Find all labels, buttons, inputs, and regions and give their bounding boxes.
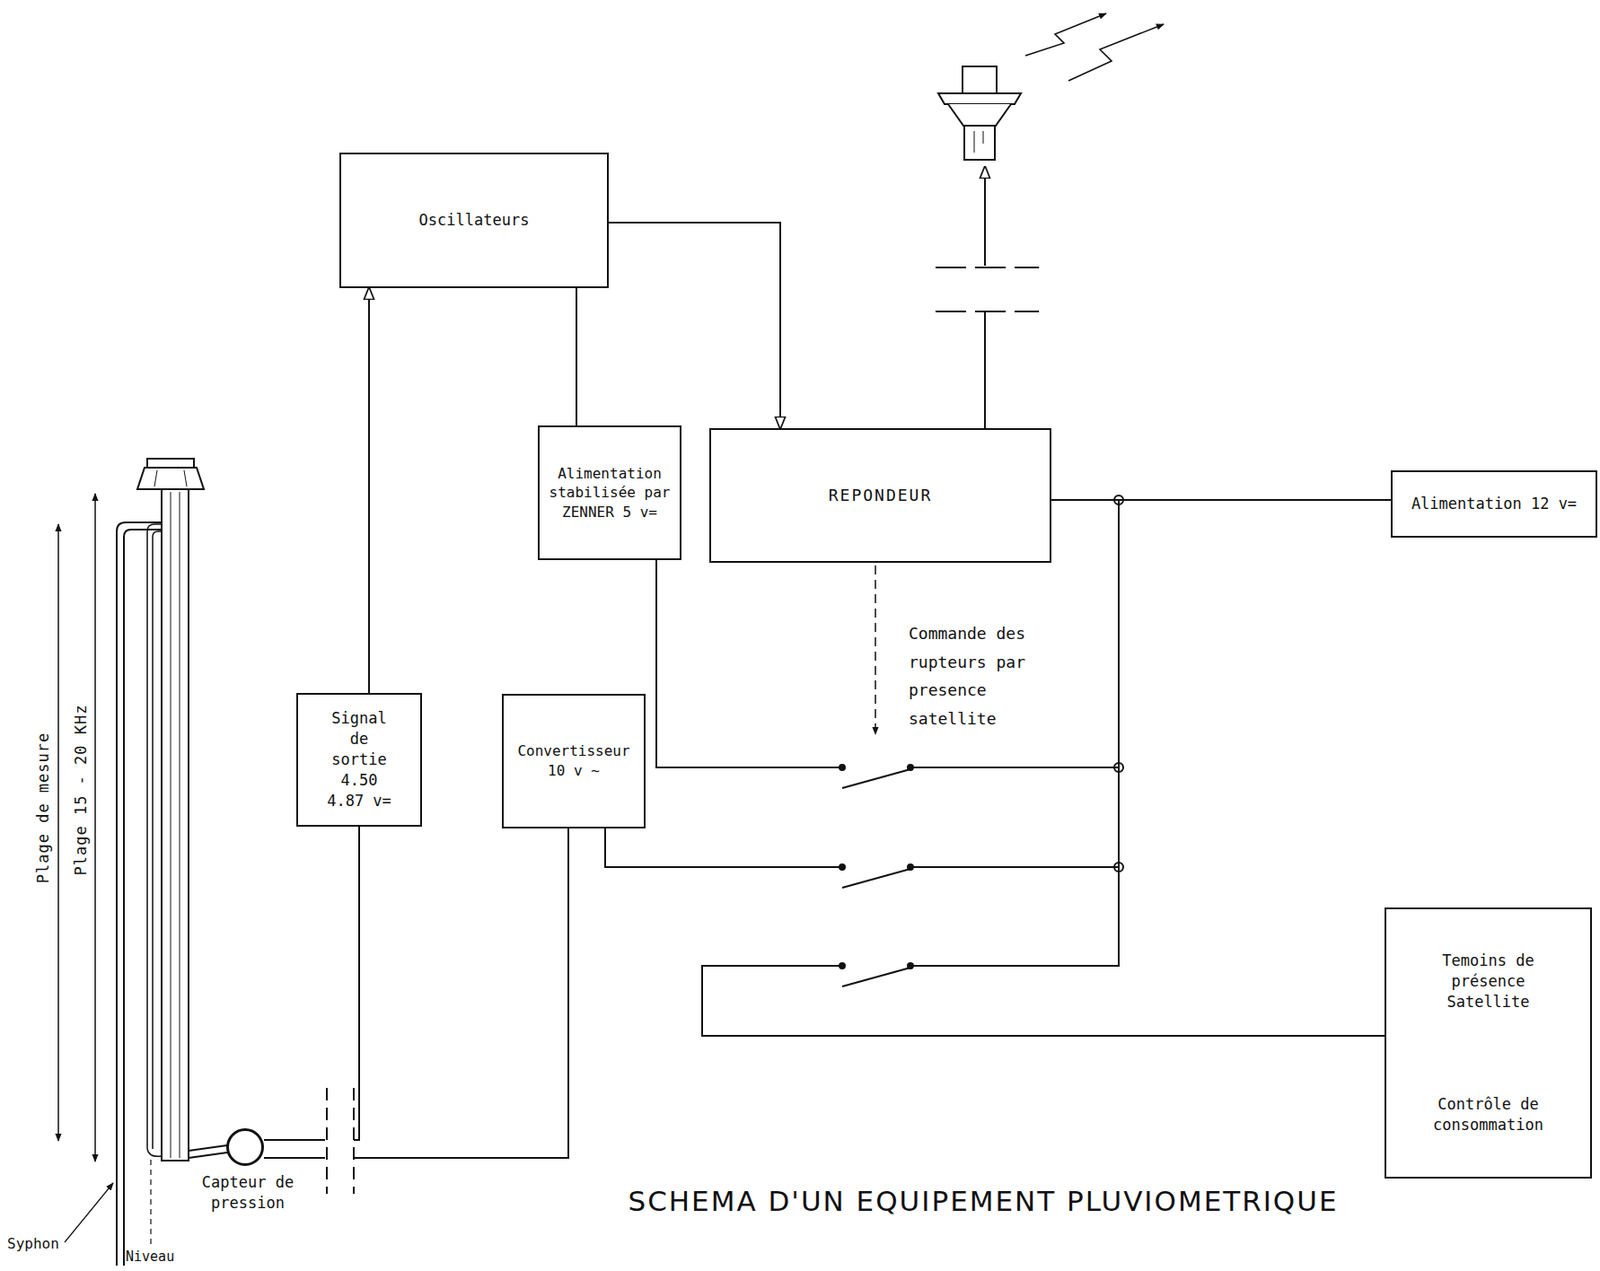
node-text: Contrôle de consommation [1416,1094,1561,1136]
range-arrow [57,524,60,1142]
pressure-sensor: Capteur de pression [226,1128,264,1167]
part-label: Niveau [125,1248,175,1267]
wire-connector [263,826,360,1141]
converter-box: Convertisseur 10 v ~ [501,694,646,829]
signal-box: Signal de sortie 4.50 4.87 v= [296,693,422,827]
range-label: Plage de mesure [33,732,53,885]
wire-connector [702,500,1391,1037]
diagram-title: SCHEMA D'UN EQUIPEMENT PLUVIOMETRIQUE [538,1183,1428,1220]
switch-symbol [839,764,914,987]
power-supply-box: Alimentation 12 v= [1390,470,1598,538]
leader-line [64,1183,114,1243]
coupling-break [325,1088,328,1195]
node-text: REPONDEUR [746,484,1016,507]
part-label: Syphon [7,1235,60,1255]
transponder-box: REPONDEUR [709,428,1052,563]
sensor-label: Capteur de pression [189,1172,307,1214]
node-text: Alimentation stabilisée par ZENNER 5 v= [546,464,673,523]
gauge-column [161,489,189,1161]
node-text: Temoins de présence Satellite [1416,950,1561,1013]
radio-wave [1025,13,1107,56]
wire-connector [608,222,781,429]
power-supply-box: Alimentation stabilisée par ZENNER 5 v= [537,425,682,561]
antenna-symbol [938,66,1021,160]
antenna-feed [984,312,986,429]
command-note: Commande des rupteurs par presence satel… [908,619,1035,733]
range-arrow [94,493,97,1162]
wire-connector [263,828,569,1159]
node-text: Oscillateurs [357,210,591,231]
node-text: Alimentation 12 v= [1404,493,1584,515]
leader-line [149,1160,151,1247]
range-label: Plage 15 - 20 KHz [70,704,91,877]
command-arrow [874,565,877,735]
node-text: Signal de sortie 4.50 4.87 v= [318,708,400,812]
syphon-tube [116,522,162,1266]
node-text: Convertisseur 10 v ~ [510,741,637,781]
wire-connector [368,288,370,694]
sensor-pipe [188,1145,228,1152]
indicator-box: Temoins de présence SatelliteContrôle de… [1384,907,1592,1179]
wire-connector [575,288,578,426]
process-box: Oscillateurs [339,152,609,289]
coupling-break [935,310,1039,313]
gauge-funnel [137,467,204,490]
